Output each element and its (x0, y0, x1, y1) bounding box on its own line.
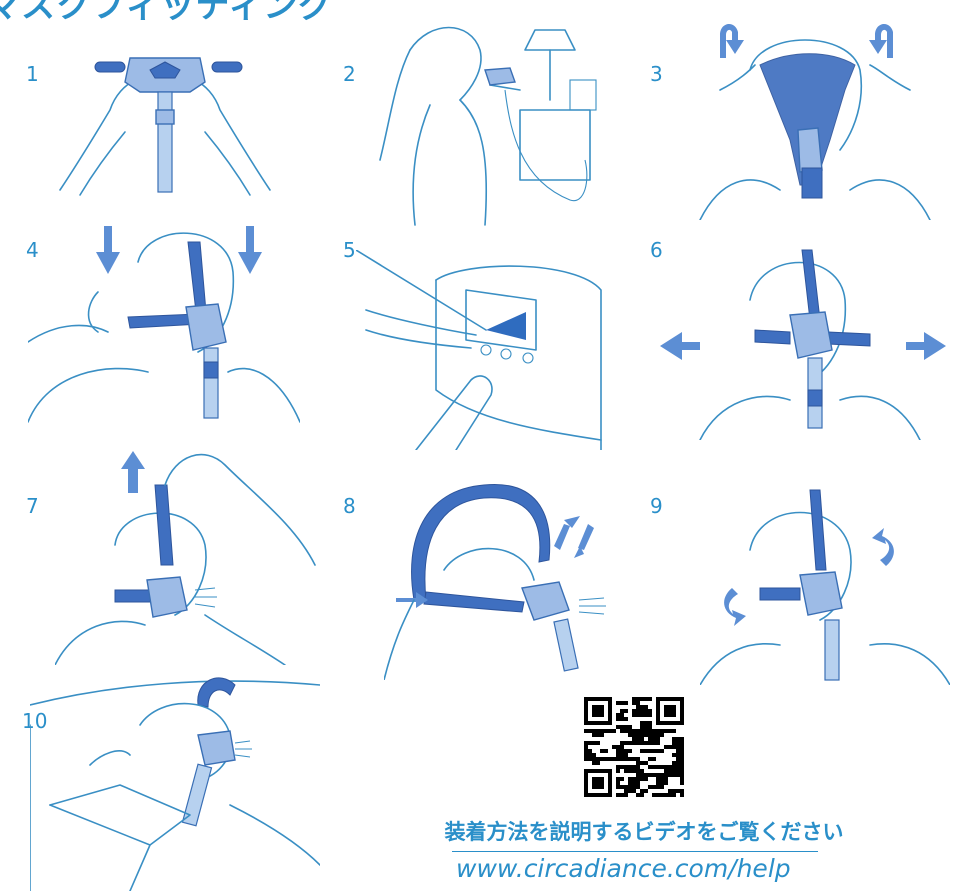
step-number-1: 1 (26, 62, 39, 86)
adjusting-top-strap-illustration (55, 445, 320, 665)
adjusting-side-strap-illustration (384, 480, 624, 680)
step-number-9: 9 (650, 494, 663, 518)
rotating-mask-illustration (700, 480, 950, 685)
adjusting-lower-straps-illustration (660, 240, 950, 440)
pulling-headgear-down-illustration (28, 222, 300, 427)
pressing-device-button-illustration (356, 250, 616, 450)
sleeping-with-mask-illustration (30, 665, 320, 891)
step-number-3: 3 (650, 62, 663, 86)
hands-holding-mask-illustration (40, 40, 290, 200)
step-number-8: 8 (343, 494, 356, 518)
step-number-4: 4 (26, 238, 39, 262)
woman-connecting-tube-illustration (370, 10, 610, 230)
placing-headgear-illustration (680, 10, 950, 220)
step-number-5: 5 (343, 238, 356, 262)
step-number-7: 7 (26, 494, 39, 518)
divider (452, 851, 818, 852)
video-instruction-caption: 装着方法を説明するビデオをご覧ください (444, 820, 844, 844)
step-number-10: 10 (22, 709, 48, 733)
step-number-6: 6 (650, 238, 663, 262)
qr-code[interactable] (584, 697, 684, 797)
step-number-2: 2 (343, 62, 356, 86)
help-url-link[interactable]: www.circadiance.com/help (456, 854, 791, 883)
page-title: マスクフィッティング (0, 0, 334, 26)
